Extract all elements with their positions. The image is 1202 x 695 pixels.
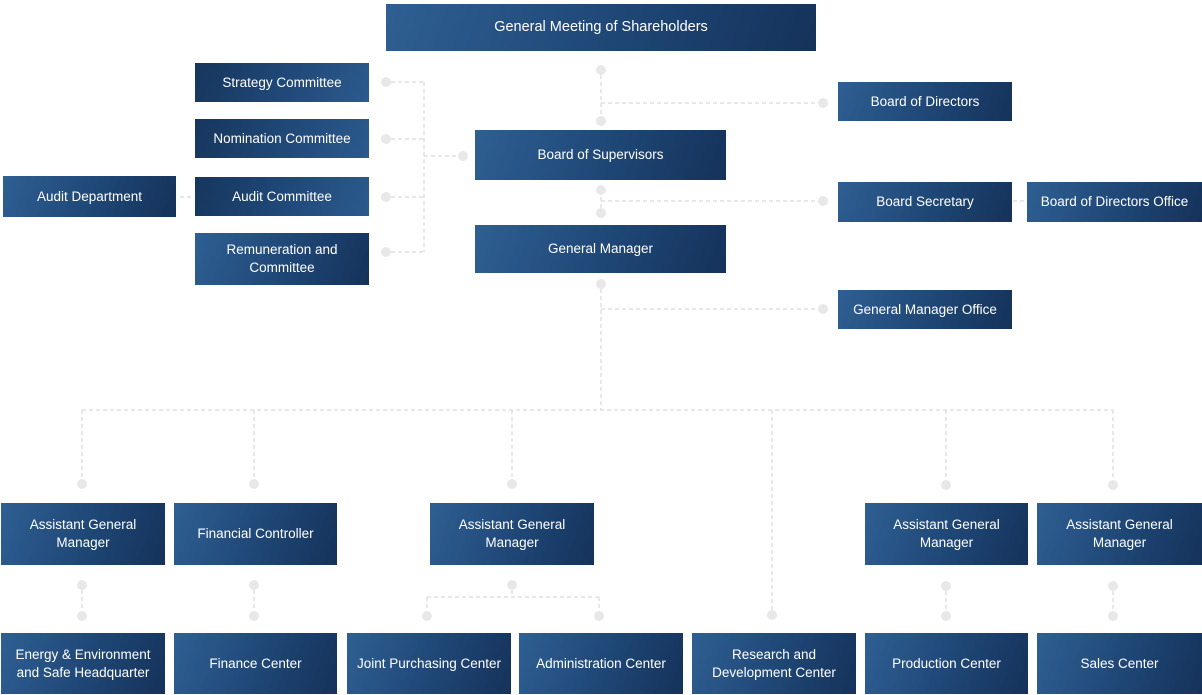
org-node-label: Assistant General Manager (458, 517, 566, 550)
org-node-assistant-general-manager-4: Assistant General Manager (1037, 503, 1202, 565)
org-node-label: Assistant General Manager (1066, 517, 1173, 550)
org-node-board-of-supervisors: Board of Supervisors (475, 130, 726, 180)
org-node-energy-environment-safe-headquarter: Energy & Environment and Safe Headquarte… (1, 633, 165, 694)
org-node-label: General Meeting of Shareholders (494, 19, 708, 36)
org-node-joint-purchasing-center: Joint Purchasing Center (347, 633, 511, 694)
org-node-general-manager: General Manager (475, 225, 726, 273)
org-node-label: Audit Department (36, 188, 143, 204)
org-node-assistant-general-manager-1: Assistant General Manager (1, 503, 165, 565)
org-node-finance-center: Finance Center (174, 633, 337, 694)
org-node-label: Board of Directors Office (1040, 194, 1189, 210)
org-node-sales-center: Sales Center (1037, 633, 1202, 694)
org-node-production-center: Production Center (865, 633, 1028, 694)
org-node-board-of-directors: Board of Directors (838, 82, 1012, 121)
org-node-label: Assistant General Manager (29, 517, 137, 550)
committees-connector (391, 81, 457, 253)
org-node-label: General Manager (547, 241, 654, 257)
org-node-board-of-directors-office: Board of Directors Office (1027, 182, 1202, 222)
org-node-audit-department: Audit Department (3, 176, 176, 217)
org-node-label: Sales Center (1080, 655, 1159, 671)
org-node-financial-controller: Financial Controller (174, 503, 337, 565)
org-node-board-secretary: Board Secretary (838, 182, 1012, 222)
row1-drop-lines (81, 410, 1114, 480)
org-node-research-and-development-center: Research and Development Center (692, 633, 856, 694)
row1-to-row2-links (81, 590, 1114, 611)
org-node-label: Energy & Environment and Safe Headquarte… (15, 646, 151, 680)
org-node-label: Finance Center (209, 655, 302, 671)
org-node-label: Joint Purchasing Center (356, 655, 502, 671)
org-node-assistant-general-manager-3: Assistant General Manager (865, 503, 1028, 565)
org-node-administration-center: Administration Center (519, 633, 683, 694)
org-node-label: Audit Committee (232, 188, 332, 204)
org-node-remuneration-committee: Remuneration and Committee (195, 233, 369, 285)
org-node-nomination-committee: Nomination Committee (195, 119, 369, 158)
org-node-label: General Manager Office (853, 301, 997, 317)
org-node-label: Remuneration and Committee (226, 242, 338, 275)
org-node-strategy-committee: Strategy Committee (195, 63, 369, 102)
org-node-label: Financial Controller (197, 526, 314, 542)
org-node-label: Production Center (892, 655, 1001, 671)
org-node-label: Nomination Committee (213, 130, 351, 146)
org-node-label: Research and Development Center (712, 646, 836, 680)
org-node-assistant-general-manager-2: Assistant General Manager (430, 503, 594, 565)
org-node-label: Administration Center (536, 655, 666, 671)
org-node-audit-committee: Audit Committee (195, 177, 369, 216)
org-node-general-meeting-of-shareholders: General Meeting of Shareholders (386, 4, 816, 51)
org-node-label: Strategy Committee (222, 74, 342, 90)
connector-dots (77, 65, 1118, 621)
org-node-label: Board Secretary (876, 194, 974, 210)
assistant-gm-center-branch (426, 590, 600, 611)
org-node-label: Board of Supervisors (537, 147, 664, 163)
org-node-label: Board of Directors (870, 93, 980, 109)
org-node-general-manager-office: General Manager Office (838, 290, 1012, 329)
org-node-label: Assistant General Manager (893, 517, 1000, 550)
